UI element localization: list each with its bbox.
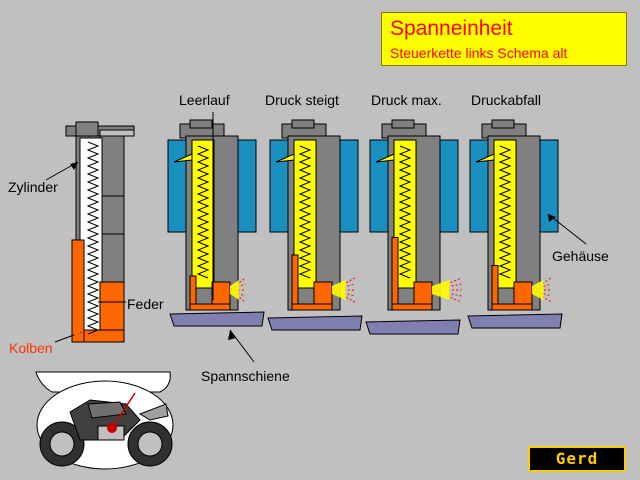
spring-chamber	[191, 139, 215, 289]
gerd-logo: Gerd	[528, 446, 626, 472]
arrow-spannschiene	[228, 330, 236, 340]
label-zylinder: Zylinder	[8, 179, 58, 195]
arrow-kolben	[74, 328, 82, 336]
unit-druck-max	[369, 119, 462, 311]
rail-druckabfall	[467, 313, 563, 329]
label-feder: Feder	[127, 296, 164, 312]
spring-chamber	[293, 139, 317, 289]
unit-druckabfall	[469, 119, 559, 311]
page-subtitle: Steuerkette links Schema alt	[390, 45, 568, 61]
arrow-gehaeuse	[548, 214, 556, 222]
label-kolben: Kolben	[9, 340, 53, 356]
piston-bottom	[83, 329, 125, 343]
page-title: Spanneinheit	[390, 17, 513, 40]
piston-wall	[291, 254, 299, 311]
feder-spring	[86, 141, 100, 335]
motorcycle-illustration	[35, 371, 174, 470]
label-gehaeuse: Gehäuse	[552, 248, 609, 264]
unit-leerlauf	[167, 119, 257, 311]
stage-label-druck-steigt: Druck steigt	[265, 92, 339, 108]
unit-druck-steigt	[269, 119, 359, 311]
piston-wall	[391, 237, 399, 311]
piston-wall	[491, 265, 499, 311]
piston-wall-left	[71, 239, 85, 343]
spring-chamber	[393, 139, 417, 289]
rail-leerlauf	[169, 311, 265, 327]
spannschiene-rails	[169, 311, 563, 335]
title-box: Spanneinheit Steuerkette links Schema al…	[381, 12, 627, 66]
stage-units	[167, 119, 559, 311]
stage-label-druckabfall: Druckabfall	[471, 92, 542, 108]
label-spannschiene: Spannschiene	[201, 368, 290, 384]
stage-label-leerlauf: Leerlauf	[179, 92, 230, 108]
rail-druck-steigt	[267, 315, 363, 331]
stage-label-druck-max: Druck max.	[371, 92, 442, 108]
reference-unit	[65, 121, 135, 343]
arrow-zylinder	[70, 162, 78, 170]
rail-druck-max	[365, 319, 461, 335]
piston-core	[99, 281, 125, 331]
logo-text: Gerd	[555, 449, 599, 468]
spring-chamber	[493, 139, 517, 289]
